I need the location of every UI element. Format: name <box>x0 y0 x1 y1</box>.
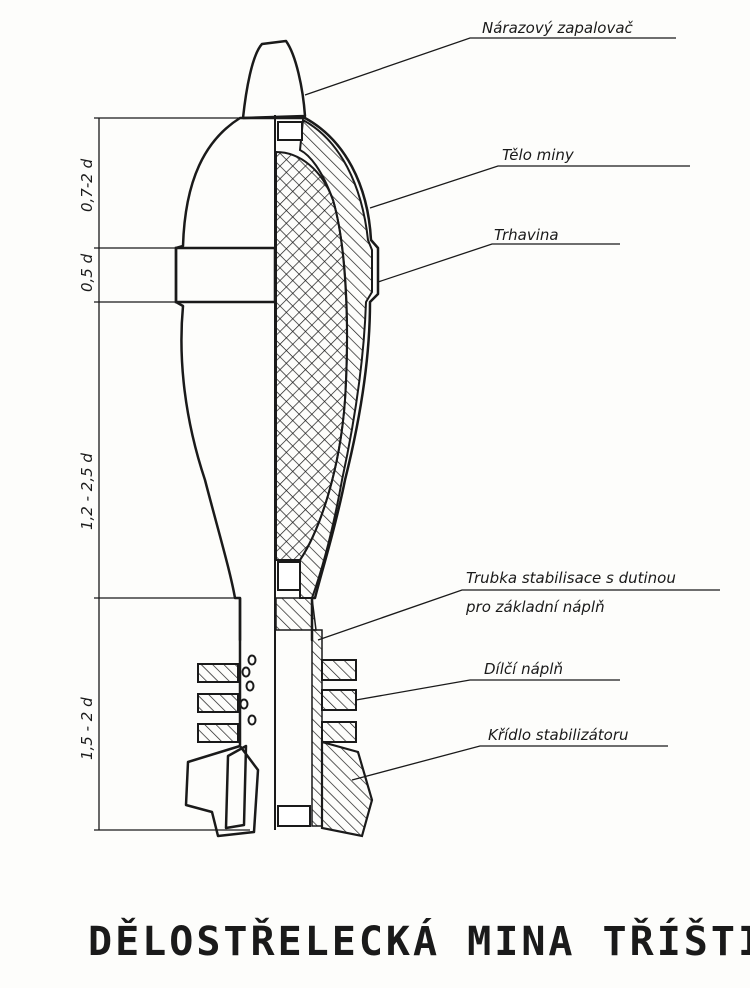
label-explosive: Trhavina <box>494 226 559 244</box>
dim-tail: 1,5 - 2 d <box>78 697 96 760</box>
body-outline-right <box>273 116 380 642</box>
fin-left-inner <box>224 744 248 830</box>
increment-charges-right <box>321 659 357 743</box>
increment-charges-left <box>197 663 239 743</box>
fuze-shape <box>241 39 307 120</box>
driving-band <box>174 246 277 304</box>
label-fin: Křídlo stabilizátoru <box>488 726 629 744</box>
explosive-hatch <box>275 150 349 561</box>
tube-wall-right <box>311 629 323 827</box>
diagram-title: DĚLOSTŘELECKÁ MINA TŘÍŠTIVÁ <box>88 916 750 965</box>
label-fuze: Nárazový zapalovač <box>482 19 634 37</box>
tube-perforations <box>239 654 257 726</box>
tube-base <box>277 805 311 827</box>
body-outline-left <box>174 116 277 642</box>
fuze-adapter <box>277 121 303 141</box>
label-body: Tělo miny <box>502 146 575 164</box>
dim-nose: 0,7-2 d <box>78 158 96 212</box>
label-tube-line2: pro základní náplň <box>465 598 605 616</box>
label-tube-line1: Trubka stabilisace s dutinou <box>466 569 676 587</box>
label-charge: Dílčí náplň <box>484 660 563 678</box>
dimension-lines <box>94 117 270 831</box>
dim-body: 1,2 - 2,5 d <box>78 453 96 530</box>
leader-lines <box>304 37 720 781</box>
stabilizer-tube-hatch <box>275 597 317 631</box>
dim-band: 0,5 d <box>78 253 96 292</box>
base-plug <box>277 561 301 591</box>
fin-left <box>184 744 260 838</box>
fin-right <box>320 740 374 838</box>
